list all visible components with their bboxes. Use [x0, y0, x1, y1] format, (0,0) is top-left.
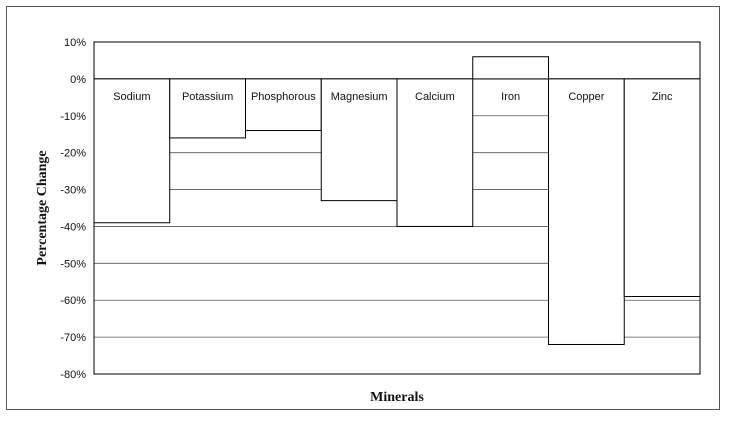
category-label: Calcium: [415, 91, 455, 103]
category-label: Sodium: [113, 91, 150, 103]
bar-phosphorous: [245, 78, 322, 132]
y-tick-label: -30%: [60, 185, 86, 197]
y-tick-label: -80%: [60, 369, 86, 381]
y-tick-label: -50%: [60, 258, 86, 270]
bars: [93, 56, 701, 345]
category-label: Zinc: [652, 91, 673, 103]
bar-calcium: [396, 78, 474, 227]
bar-potassium: [169, 78, 246, 139]
plot-area-border: [93, 41, 701, 375]
y-tick-labels: 10% 0% -10% -20% -30% -40% -50% -60% -70% -80%: [60, 37, 86, 381]
y-tick-label: 0%: [70, 74, 86, 86]
category-label: Copper: [568, 91, 604, 103]
category-label: Magnesium: [331, 91, 388, 103]
y-axis-title: Percentage Change: [35, 150, 50, 265]
y-tick-label: -60%: [60, 295, 86, 307]
category-label: Potassium: [182, 91, 233, 103]
y-tick-label: -20%: [60, 148, 86, 160]
x-axis-title: Minerals: [370, 390, 424, 405]
bar-iron: [472, 56, 549, 80]
bar-copper: [548, 78, 625, 345]
y-tick-label: -10%: [60, 111, 86, 123]
y-tick-label: 10%: [64, 37, 86, 49]
category-label: Phosphorous: [251, 91, 316, 103]
y-tick-label: -70%: [60, 332, 86, 344]
bar-magnesium: [320, 78, 398, 202]
y-tick-label: -40%: [60, 221, 86, 233]
category-labels: Sodium Potassium Phosphorous Magnesium Calci…: [113, 91, 673, 103]
bar-zinc: [623, 78, 701, 298]
category-label: Iron: [501, 91, 520, 103]
